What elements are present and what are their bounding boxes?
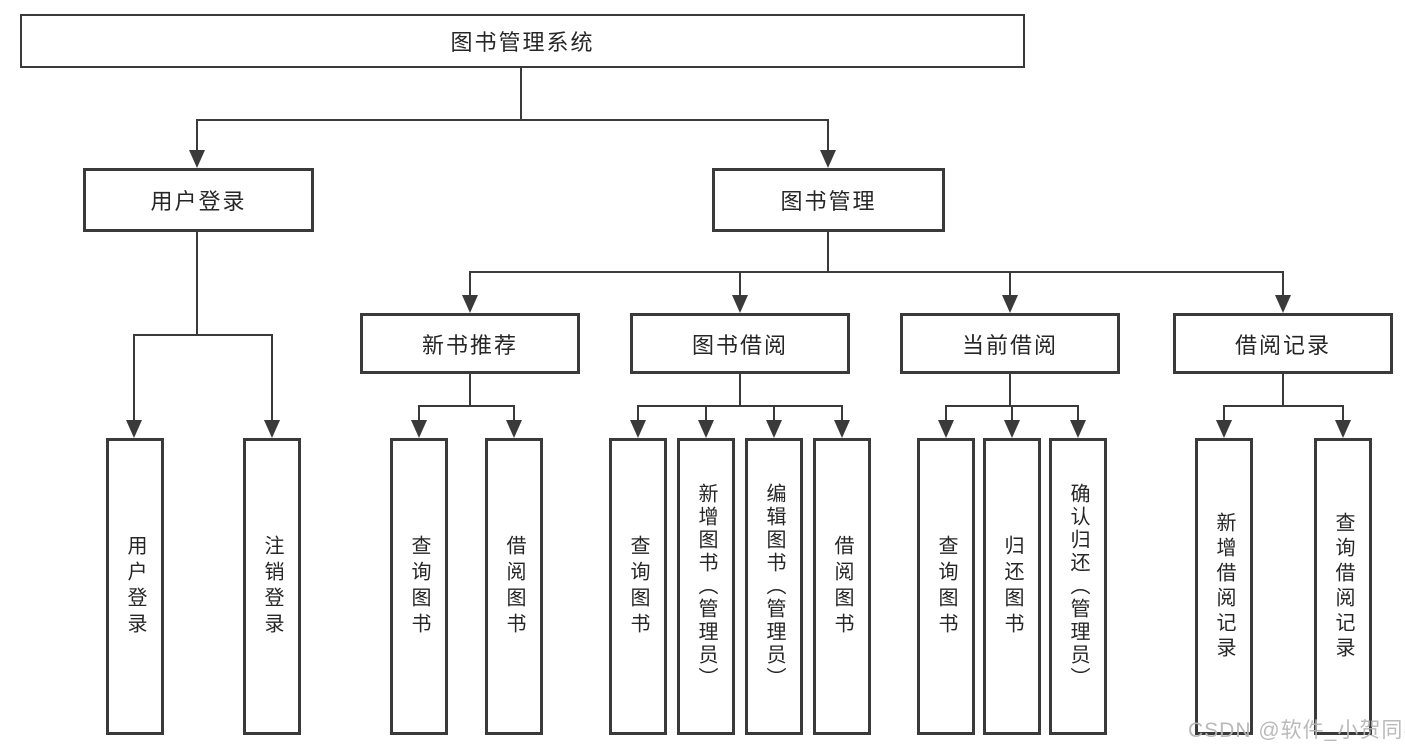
connector-drop-nbr-borrow bbox=[513, 406, 515, 420]
connector-root-stem bbox=[520, 68, 522, 120]
arrowhead-nbr-borrow bbox=[506, 420, 522, 438]
node-new-book-recommend: 新书推荐 bbox=[360, 313, 580, 374]
connector-drop-cb-confirm bbox=[1077, 406, 1079, 420]
leaf-bb-borrow-books: 借阅图书 bbox=[813, 438, 871, 735]
leaf-nbr-query-books: 查询图书 bbox=[390, 438, 448, 735]
arrowhead-bb-add bbox=[698, 420, 714, 438]
connector-drop-user-login-group bbox=[196, 120, 198, 152]
connector-drop-current-borrowing bbox=[1009, 272, 1011, 295]
connector-drop-bb-query bbox=[637, 406, 639, 420]
arrowhead-br-add bbox=[1216, 420, 1232, 438]
arrowhead-book-management-group bbox=[820, 150, 836, 168]
arrowhead-book-borrowing bbox=[732, 295, 748, 313]
connector-drop-bb-edit bbox=[773, 406, 775, 420]
leaf-bb-edit-books-admin: 编辑图书（管理员） bbox=[745, 438, 803, 735]
connector-drop-br-add bbox=[1223, 406, 1225, 420]
arrowhead-bb-edit bbox=[766, 420, 782, 438]
connector-user-login-branch bbox=[133, 334, 273, 336]
connector-root-branch bbox=[196, 119, 829, 121]
node-borrowing-records: 借阅记录 bbox=[1173, 313, 1393, 374]
arrowhead-cb-query bbox=[938, 420, 954, 438]
node-root-library-management-system: 图书管理系统 bbox=[20, 14, 1025, 68]
leaf-bb-query-books: 查询图书 bbox=[609, 438, 667, 735]
leaf-cb-return-books: 归还图书 bbox=[983, 438, 1041, 735]
connector-drop-bb-add bbox=[705, 406, 707, 420]
arrowhead-bb-query bbox=[630, 420, 646, 438]
connector-drop-br-query bbox=[1342, 406, 1344, 420]
arrowhead-cb-confirm bbox=[1070, 420, 1086, 438]
connector-br-stem bbox=[1282, 374, 1284, 406]
arrowhead-br-query bbox=[1335, 420, 1351, 438]
connector-drop-leaf-logout bbox=[271, 335, 273, 420]
connector-nbr-branch bbox=[418, 405, 515, 407]
node-book-management-group: 图书管理 bbox=[712, 168, 945, 232]
connector-drop-nbr-query bbox=[418, 406, 420, 420]
connector-drop-bb-borrow bbox=[841, 406, 843, 420]
arrowhead-new-book-recommend bbox=[462, 295, 478, 313]
leaf-nbr-borrow-books: 借阅图书 bbox=[485, 438, 543, 735]
connector-book-mgmt-branch bbox=[469, 271, 1284, 273]
node-current-borrowing: 当前借阅 bbox=[900, 313, 1120, 374]
connector-bb-stem bbox=[739, 374, 741, 406]
connector-drop-leaf-user-login bbox=[133, 335, 135, 420]
arrowhead-user-login-group bbox=[189, 150, 205, 168]
connector-cb-stem bbox=[1009, 374, 1011, 406]
leaf-user-login: 用户登录 bbox=[106, 438, 164, 735]
arrowhead-nbr-query bbox=[411, 420, 427, 438]
arrowhead-borrowing-records bbox=[1275, 295, 1291, 313]
arrowhead-cb-return bbox=[1004, 420, 1020, 438]
connector-book-mgmt-stem bbox=[827, 232, 829, 272]
connector-drop-book-borrowing bbox=[739, 272, 741, 295]
arrowhead-current-borrowing bbox=[1002, 295, 1018, 313]
leaf-br-query-record: 查询借阅记录 bbox=[1314, 438, 1372, 735]
arrowhead-leaf-user-login bbox=[126, 420, 142, 438]
connector-drop-new-book-recommend bbox=[469, 272, 471, 295]
leaf-cb-confirm-return-admin: 确认归还（管理员） bbox=[1049, 438, 1107, 735]
connector-drop-borrowing-records bbox=[1282, 272, 1284, 295]
connector-drop-cb-query bbox=[945, 406, 947, 420]
connector-drop-book-management-group bbox=[827, 120, 829, 152]
leaf-bb-add-books-admin: 新增图书（管理员） bbox=[677, 438, 735, 735]
watermark: CSDN @软件_小贺同学 bbox=[1188, 719, 1405, 742]
leaf-cb-query-books: 查询图书 bbox=[917, 438, 975, 735]
node-book-borrowing: 图书借阅 bbox=[630, 313, 850, 374]
arrowhead-leaf-logout bbox=[264, 420, 280, 438]
node-user-login-group: 用户登录 bbox=[83, 168, 314, 232]
connector-drop-cb-return bbox=[1011, 406, 1013, 420]
leaf-logout: 注销登录 bbox=[243, 438, 301, 735]
arrowhead-bb-borrow bbox=[834, 420, 850, 438]
connector-nbr-stem bbox=[469, 374, 471, 406]
connector-br-branch bbox=[1223, 405, 1344, 407]
leaf-br-add-record: 新增借阅记录 bbox=[1195, 438, 1253, 735]
connector-user-login-stem bbox=[196, 232, 198, 335]
connector-bb-branch bbox=[637, 405, 843, 407]
